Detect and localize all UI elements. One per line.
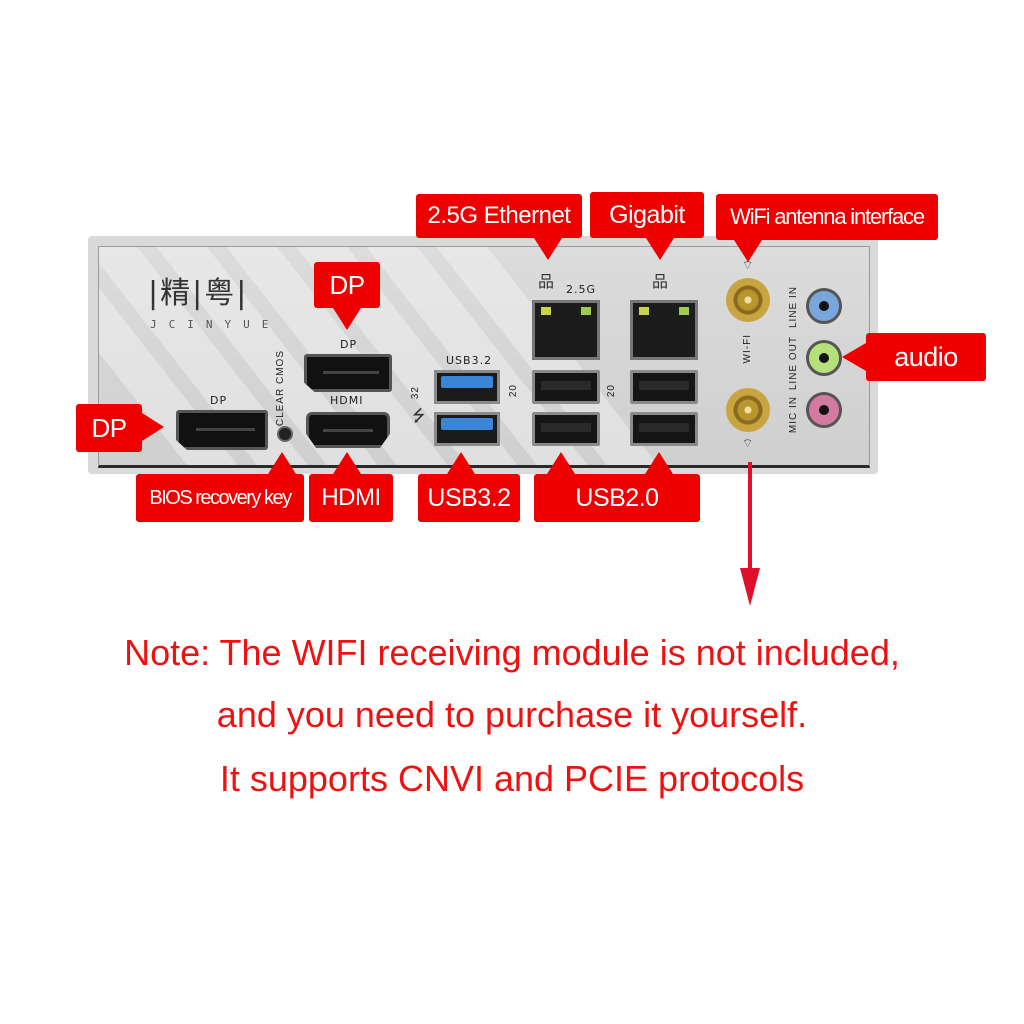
wifi-label: WI-FI (742, 334, 753, 364)
lan25-label: 2.5G (566, 283, 597, 296)
usb20-port-2 (532, 412, 600, 446)
callout-gigabit: Gigabit (590, 192, 704, 238)
brand-logo: |精|粤| (148, 276, 249, 311)
hdmi-port (306, 412, 390, 448)
mic-in-label: MIC IN (788, 396, 799, 434)
line-out-label: LINE OUT (788, 336, 799, 391)
displayport-left (176, 410, 268, 450)
usb20-speed-label-b: 20 (606, 384, 617, 398)
callout-bios-recovery: BIOS recovery key (136, 474, 304, 522)
arrow-down-icon (740, 568, 760, 606)
brand-subtitle: JCINYUE (150, 318, 281, 331)
callout-pointer (268, 452, 296, 474)
callout-pointer (547, 452, 575, 474)
callout-usb20: USB2.0 (534, 474, 700, 522)
wifi-antenna-connector-1 (726, 278, 770, 322)
network-icon: 品 (652, 274, 669, 291)
usb32-port-1 (434, 370, 500, 404)
ethernet-25g-port (532, 300, 600, 360)
network-icon: 品 (538, 274, 555, 291)
line-out-jack (806, 340, 842, 376)
callout-pointer (333, 452, 361, 474)
note-line-1: Note: The WIFI receiving module is not i… (124, 632, 900, 673)
wifi-signal-icon: ⌔ (742, 436, 754, 450)
line-in-jack (806, 288, 842, 324)
wifi-signal-icon: ⌔ (742, 258, 754, 272)
callout-usb32: USB3.2 (418, 474, 520, 522)
note-line-3: It supports CNVI and PCIE protocols (219, 758, 805, 799)
callout-hdmi: HDMI (309, 474, 393, 522)
displayport-top (304, 354, 392, 392)
callout-pointer (142, 413, 164, 441)
usb20-port-4 (630, 412, 698, 446)
usb32-port-2 (434, 412, 500, 446)
callout-audio: audio (866, 333, 986, 381)
callout-pointer (734, 240, 762, 262)
wifi-antenna-connector-2 (726, 388, 770, 432)
callout-pointer (842, 343, 866, 371)
usb32-speed-label: 32 (410, 386, 421, 400)
clear-cmos-button[interactable] (277, 426, 293, 442)
clear-cmos-label: CLEAR CMOS (275, 350, 286, 427)
callout-pointer (534, 238, 562, 260)
usb-icon: ⭍ (412, 408, 426, 425)
line-in-label: LINE IN (788, 286, 799, 329)
callout-wifi-antenna: WiFi antenna interface (716, 194, 938, 240)
note-line-2: and you need to purchase it yourself. (216, 694, 808, 735)
callout-pointer (447, 452, 475, 474)
callout-dp-top: DP (314, 262, 380, 308)
dp-top-label: DP (340, 338, 358, 351)
dp-left-label: DP (210, 394, 228, 407)
callout-ethernet-25g: 2.5G Ethernet (416, 194, 582, 238)
mic-in-jack (806, 392, 842, 428)
ethernet-gigabit-port (630, 300, 698, 360)
usb20-speed-label-a: 20 (508, 384, 519, 398)
callout-pointer (333, 308, 361, 330)
hdmi-label: HDMI (330, 394, 364, 407)
usb20-port-3 (630, 370, 698, 404)
callout-pointer (646, 238, 674, 260)
usb32-label: USB3.2 (446, 354, 493, 367)
callout-pointer (645, 452, 673, 474)
usb20-port-1 (532, 370, 600, 404)
callout-dp-left: DP (76, 404, 142, 452)
arrow-line (748, 462, 752, 582)
